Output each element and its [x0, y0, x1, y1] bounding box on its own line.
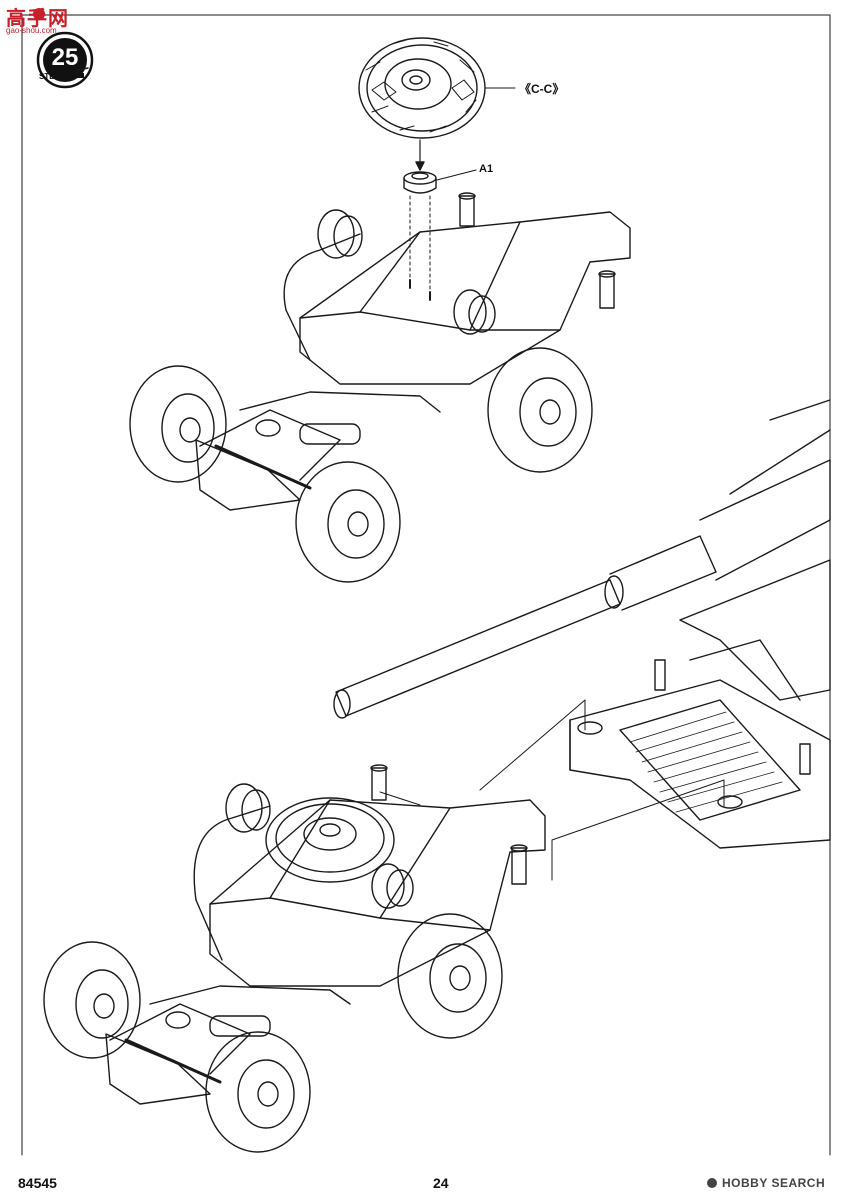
step-number: 25 [51, 44, 79, 71]
spare-wheel-mounted [265, 797, 395, 883]
site-name: 高手网 [6, 8, 69, 30]
deck-grating [629, 711, 783, 813]
wheel [295, 461, 401, 583]
watermark-logo-icon [707, 1178, 717, 1188]
tire-tread [365, 39, 477, 133]
spare-wheel-c-c [358, 37, 486, 139]
callout-spare-wheel: 《C-C》 [519, 82, 565, 96]
page-frame [21, 14, 831, 1156]
wheel [43, 941, 141, 1059]
wheel [129, 365, 227, 483]
tank-icon [66, 67, 89, 78]
callout-part-a1: A1 [479, 163, 494, 175]
limber-upper [129, 192, 631, 583]
wheel [205, 1031, 311, 1153]
site-logo-icon [33, 8, 45, 20]
gun-carriage [569, 559, 831, 849]
wheel [487, 347, 593, 473]
wheel [397, 913, 503, 1039]
part-a1 [403, 171, 437, 194]
kit-number: 84545 [18, 1175, 57, 1191]
step-label: STEP [39, 72, 60, 81]
watermark-text: HOBBY SEARCH [722, 1176, 826, 1190]
site-url: gao-shou.com [6, 26, 57, 35]
page-number: 24 [433, 1175, 449, 1191]
limber-lower [43, 764, 546, 1153]
gun-barrel [333, 399, 831, 719]
